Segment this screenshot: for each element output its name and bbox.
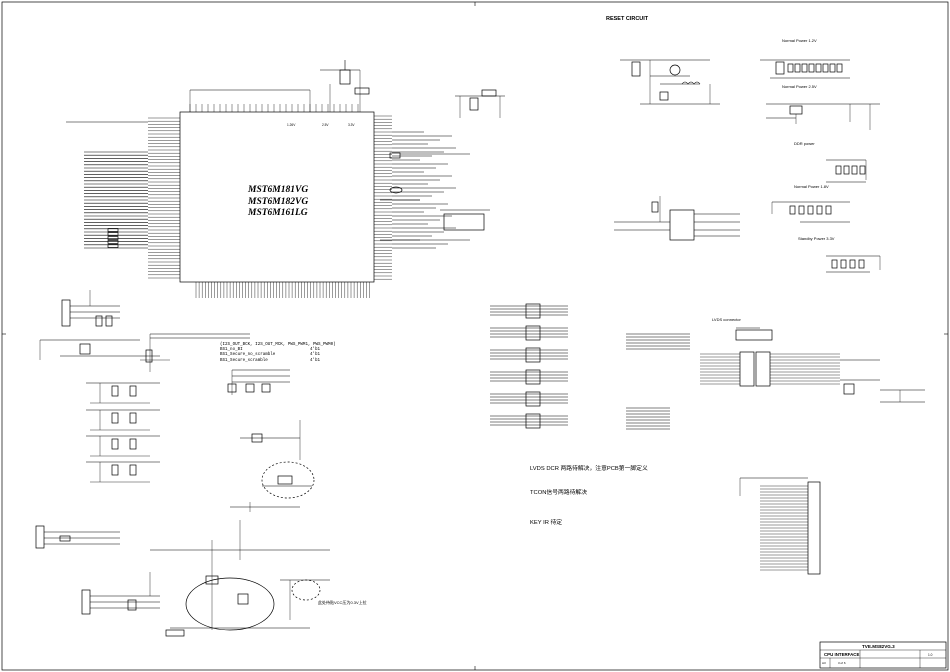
- highlighted-region: [150, 520, 330, 637]
- component-body: [111, 464, 119, 476]
- rail-label-3v3: 3.3V: [348, 123, 355, 127]
- bottom-note: 此处待贴VCC压为0.3V上拉: [318, 599, 367, 605]
- component-body: [825, 205, 832, 215]
- soc-right-net-labels: [392, 131, 456, 249]
- connector-con1: [39, 290, 160, 360]
- bottom-right-connector: [739, 477, 821, 575]
- title-rev: 1.0: [928, 653, 933, 657]
- component-body: [794, 63, 801, 73]
- component-body: [129, 438, 137, 450]
- reset-circuit: [620, 59, 720, 105]
- main-soc-symbol: [148, 104, 392, 298]
- soc-right-devices: [380, 152, 490, 241]
- component-body: [107, 232, 119, 236]
- component-body: [107, 236, 119, 240]
- component-body: [840, 259, 847, 269]
- bootstrap-resistors: [140, 333, 250, 372]
- component-body: [525, 347, 541, 363]
- component-body: [829, 63, 836, 73]
- component-body: [801, 63, 808, 73]
- component-body: [858, 259, 865, 269]
- rail-label-2v5: 2.5V: [322, 123, 329, 127]
- ddr-power-block: [826, 159, 867, 183]
- standby-power-3v3-title: Standby Power 3.3V: [798, 236, 835, 241]
- component-body: [129, 385, 137, 397]
- note-key-ir: KEY IR 待定: [530, 518, 562, 526]
- component-body: [798, 205, 805, 215]
- component-body: [808, 63, 815, 73]
- component-body: [107, 244, 119, 248]
- cfg-header: (I2S_OUT_BCK, I2S_OUT_MCK, PWS_PWM1, PWS…: [220, 342, 336, 347]
- mid-right-ic: [614, 196, 740, 241]
- component-body: [836, 63, 843, 73]
- component-body: [525, 413, 541, 429]
- top-middle-block: [455, 89, 505, 118]
- component-body: [111, 385, 119, 397]
- cfg-row-name-1: BS1_no_BI: [220, 348, 243, 352]
- component-body: [831, 259, 838, 269]
- config-resistor-stack: [227, 369, 290, 395]
- component-body: [851, 165, 858, 175]
- cfg-row-value-2: 4'b1: [310, 352, 321, 357]
- reset-circuit-title: RESET CIRCUIT: [606, 16, 649, 22]
- left-net-labels: [66, 121, 148, 249]
- lvds-left-stubs: [626, 333, 690, 430]
- resistor-packs: [490, 303, 568, 429]
- component-body: [849, 259, 856, 269]
- title-doc-id: TVE.MS82VG.3: [862, 644, 895, 649]
- note-lvds-dcr: LVDS DCR 两路待解决，注意PCB第一脚定义: [530, 464, 648, 472]
- power-2v5-block: [766, 103, 880, 130]
- cfg-row-value-1: 4'b1: [310, 347, 321, 352]
- component-body: [129, 464, 137, 476]
- right-small-circuit: [880, 389, 925, 403]
- soc-top-decoupling: [189, 60, 370, 112]
- component-body: [525, 325, 541, 341]
- component-body: [111, 412, 119, 424]
- component-body: [835, 165, 842, 175]
- component-body: [822, 63, 829, 73]
- title-size: A3: [822, 661, 826, 665]
- crystal-circuit: [230, 420, 315, 512]
- title-page-title: CPU INTERFACE: [824, 652, 859, 657]
- component-body: [525, 303, 541, 319]
- cfg-row-value-3: 4'b1: [310, 358, 321, 363]
- normal-power-1v2-title: Normal Power 1.2V: [782, 38, 817, 43]
- ddr-power-title: DDR power: [794, 141, 815, 146]
- normal-power-2v5-title: Normal Power 2.5V: [782, 84, 817, 89]
- bottom-left-connector-2: [81, 572, 160, 615]
- component-body: [859, 165, 866, 175]
- chip-model-1: MST6M181VG: [247, 185, 308, 195]
- chip-model-3: MST6M161LG: [247, 208, 308, 218]
- component-body: [787, 63, 794, 73]
- component-body: [789, 205, 796, 215]
- lvds-connector: [700, 327, 880, 395]
- power-1v2-block: [760, 59, 850, 79]
- lvds-connector-title: LVDS connector: [712, 317, 741, 322]
- bottom-left-connector-1: [35, 525, 120, 549]
- cfg-row-name-2: BS1_Secure_no_scramble: [220, 352, 276, 357]
- normal-power-1v8-title: Normal Power 1.8V: [794, 184, 829, 189]
- chip-model-2: MST6M182VG: [247, 197, 308, 207]
- note-tcon: TCON信号两路待解决: [530, 488, 587, 496]
- component-body: [843, 165, 850, 175]
- component-body: [815, 63, 822, 73]
- title-sheet: 3 of 6: [838, 661, 846, 665]
- component-body: [525, 369, 541, 385]
- component-body: [107, 240, 119, 244]
- rail-label-1v26: 1.26V: [287, 123, 296, 127]
- left-power-filters: [86, 382, 160, 483]
- component-body: [816, 205, 823, 215]
- cfg-row-name-3: BS1_Secure_scramble: [220, 358, 268, 363]
- power-1v8-block: [771, 201, 850, 223]
- component-body: [807, 205, 814, 215]
- standby-power-block: [826, 255, 881, 273]
- component-body: [111, 438, 119, 450]
- component-body: [129, 412, 137, 424]
- component-body: [525, 391, 541, 407]
- title-block: [819, 641, 947, 669]
- component-body: [107, 228, 119, 232]
